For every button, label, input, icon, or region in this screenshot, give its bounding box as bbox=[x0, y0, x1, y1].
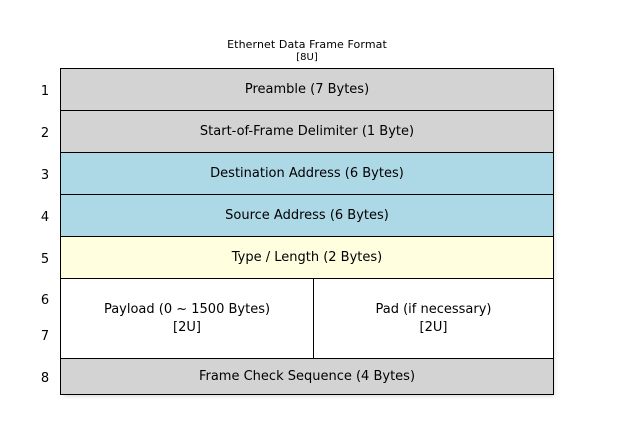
frame-field-source-address: Source Address (6 Bytes) bbox=[61, 195, 553, 237]
row-number-8: 8 bbox=[40, 371, 50, 386]
frame-table: Preamble (7 Bytes) Start-of-Frame Delimi… bbox=[60, 68, 554, 395]
frame-field-destination-address: Destination Address (6 Bytes) bbox=[61, 153, 553, 195]
diagram-title: Ethernet Data Frame Format [8U] bbox=[60, 38, 554, 64]
frame-field-pad: Pad (if necessary) [2U] bbox=[314, 279, 553, 358]
frame-field-sfd: Start-of-Frame Delimiter (1 Byte) bbox=[61, 111, 553, 153]
row-number-3: 3 bbox=[40, 168, 50, 183]
frame-field-preamble: Preamble (7 Bytes) bbox=[61, 69, 553, 111]
frame-field-destination-address-label: Destination Address (6 Bytes) bbox=[210, 166, 404, 181]
diagram-title-subtitle: [8U] bbox=[296, 52, 318, 63]
row-number-2: 2 bbox=[40, 126, 50, 141]
frame-field-frame-check-sequence-label: Frame Check Sequence (4 Bytes) bbox=[198, 369, 416, 384]
row-number-7: 7 bbox=[40, 329, 50, 344]
frame-field-source-address-label: Source Address (6 Bytes) bbox=[225, 208, 389, 223]
frame-field-preamble-label: Preamble (7 Bytes) bbox=[244, 82, 370, 97]
frame-field-sfd-label: Start-of-Frame Delimiter (1 Byte) bbox=[199, 124, 415, 139]
row-number-gutter: 1 2 3 4 5 6 7 8 bbox=[32, 68, 58, 395]
diagram-title-main: Ethernet Data Frame Format bbox=[227, 38, 387, 51]
row-number-4: 4 bbox=[40, 210, 50, 225]
row-number-1: 1 bbox=[40, 84, 50, 99]
frame-field-pad-label: Pad (if necessary) [2U] bbox=[375, 301, 492, 335]
frame-field-payload: Payload (0 ~ 1500 Bytes) [2U] bbox=[61, 279, 314, 358]
frame-field-type-length-label: Type / Length (2 Bytes) bbox=[231, 250, 383, 265]
row-number-5: 5 bbox=[40, 252, 50, 267]
frame-field-frame-check-sequence: Frame Check Sequence (4 Bytes) bbox=[61, 359, 553, 394]
frame-field-payload-label: Payload (0 ~ 1500 Bytes) [2U] bbox=[103, 301, 271, 335]
frame-field-payload-pad-row: Payload (0 ~ 1500 Bytes) [2U] Pad (if ne… bbox=[61, 279, 553, 359]
frame-field-type-length: Type / Length (2 Bytes) bbox=[61, 237, 553, 279]
row-number-6: 6 bbox=[40, 293, 50, 308]
